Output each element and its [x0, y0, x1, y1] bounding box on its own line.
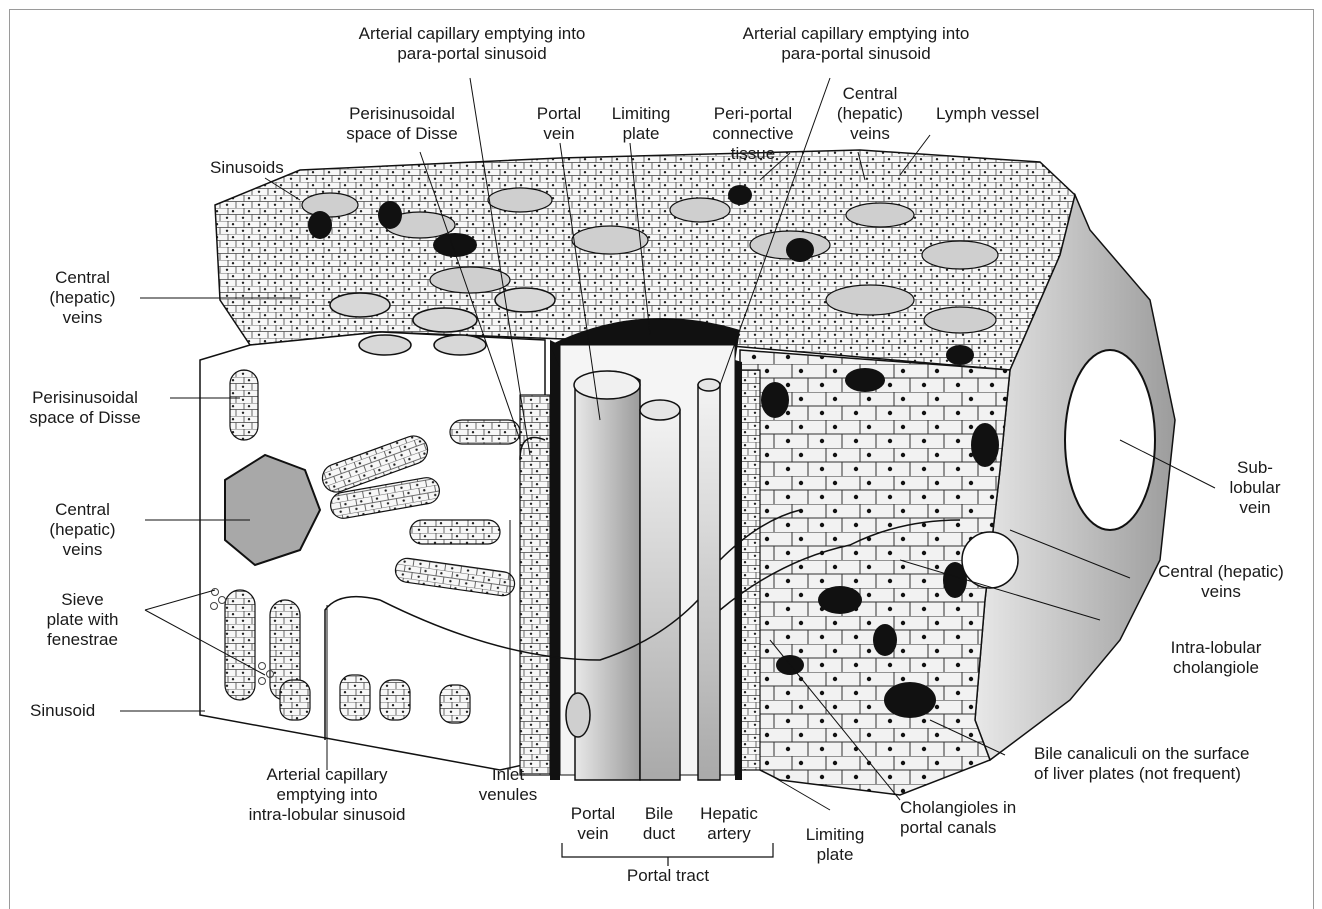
label-arterial-capillary-para-portal-2: Arterial capillary emptying into para-po… [706, 24, 1006, 64]
limiting-plate-black-right [735, 360, 742, 780]
label-central-veins-top: Central (hepatic) veins [830, 84, 910, 144]
label-hepatic-artery: Hepatic artery [686, 804, 772, 844]
label-cholangioles: Cholangioles in portal canals [900, 798, 1016, 838]
label-intra-lobular-cholangiole: Intra-lobular cholangiole [1136, 638, 1296, 678]
label-sinusoid: Sinusoid [30, 701, 95, 721]
label-bile-duct: Bile duct [634, 804, 684, 844]
sublobular-vein-lumen [1065, 350, 1155, 530]
bile-duct [640, 410, 680, 780]
label-limiting-plate-top: Limiting plate [596, 104, 686, 144]
inlet-venule-lumen [566, 693, 590, 737]
label-perisinusoidal-space-top: Perisinusoidal space of Disse [322, 104, 482, 144]
label-central-veins-right: Central (hepatic) veins [1136, 562, 1306, 602]
label-sinusoids: Sinusoids [210, 158, 284, 178]
label-arterial-capillary-para-portal-1: Arterial capillary emptying into para-po… [322, 24, 622, 64]
label-periportal-connective-tissue: Peri-portal connective tissue [694, 104, 812, 164]
label-central-veins-left-2: Central (hepatic) veins [20, 500, 145, 560]
label-portal-tract: Portal tract [605, 866, 731, 886]
limiting-plate-right [740, 370, 760, 770]
label-inlet-venules: Inlet venules [468, 765, 548, 805]
limiting-plate-left [520, 395, 550, 775]
label-bile-canaliculi: Bile canaliculi on the surface of liver … [1034, 744, 1249, 784]
label-arterial-capillary-intra-lobular: Arterial capillary emptying into intra-l… [222, 765, 432, 825]
label-central-veins-left-1: Central (hepatic) veins [20, 268, 145, 328]
label-portal-vein-top: Portal vein [524, 104, 594, 144]
label-perisinusoidal-space-left: Perisinusoidal space of Disse [0, 388, 170, 428]
portal-tract-bracket [562, 843, 773, 866]
right-central-vein [962, 532, 1018, 588]
label-limiting-plate-bottom: Limiting plate [790, 825, 880, 865]
hepatic-artery [698, 385, 720, 780]
label-portal-vein-bottom: Portal vein [560, 804, 626, 844]
limiting-plate-black-left [550, 340, 560, 780]
label-sieve-plate: Sieve plate with fenestrae [20, 590, 145, 650]
label-lymph-vessel: Lymph vessel [936, 104, 1039, 124]
label-sublobular-vein: Sub- lobular vein [1215, 458, 1295, 518]
